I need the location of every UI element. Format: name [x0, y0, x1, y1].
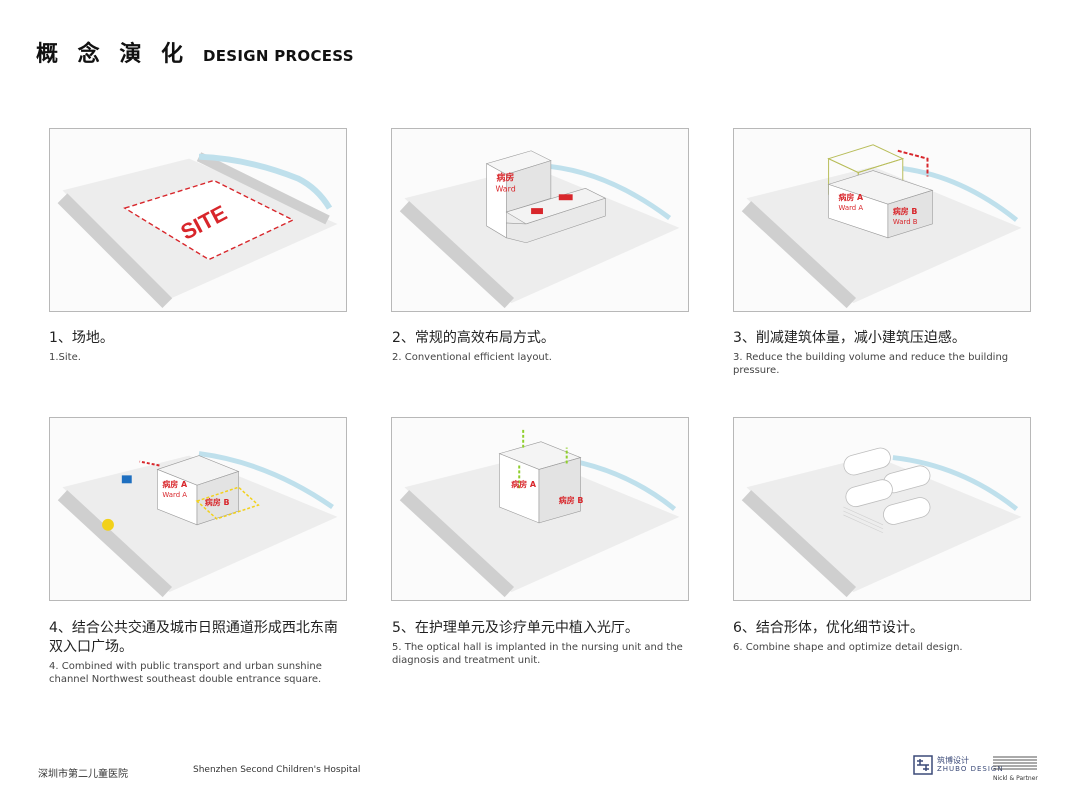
bus-icon: [122, 475, 132, 483]
panel-3-reduce: 病房 A Ward A 病房 B Ward B: [733, 128, 1031, 312]
sun-icon: [102, 519, 114, 531]
caption-5-en: 5. The optical hall is implanted in the …: [392, 641, 692, 667]
page-title-en: DESIGN PROCESS: [203, 47, 354, 65]
site-diagram: SITE: [50, 129, 346, 311]
caption-5: 5、在护理单元及诊疗单元中植入光厅。 5. The optical hall i…: [392, 619, 692, 667]
caption-6: 6、结合形体，优化细节设计。 6. Combine shape and opti…: [733, 619, 1033, 654]
caption-1-cn: 1、场地。: [49, 329, 349, 348]
entrance-diagram: 病房 A Ward A 病房 B: [50, 418, 346, 600]
zhubo-logo-mark-icon: [913, 755, 933, 775]
panel-5-light-hall: 病房 A 病房 B: [391, 417, 689, 601]
page-header: 概 念 演 化 DESIGN PROCESS: [36, 36, 354, 68]
optimize-diagram: [734, 418, 1030, 600]
caption-2-en: 2. Conventional efficient layout.: [392, 351, 692, 364]
panel-2-layout: 病房 Ward: [391, 128, 689, 312]
caption-4-cn: 4、结合公共交通及城市日照通道形成西北东南双入口广场。: [49, 619, 339, 657]
caption-4-en: 4. Combined with public transport and ur…: [49, 660, 339, 686]
nickl-logo: Nickl & Partner: [993, 755, 1041, 782]
ward-b-label: 病房 B: [205, 497, 230, 507]
ward-a-label: 病房 A: [162, 479, 188, 489]
caption-5-cn: 5、在护理单元及诊疗单元中植入光厅。: [392, 619, 692, 638]
caption-3-cn: 3、削减建筑体量，减小建筑压迫感。: [733, 329, 1033, 348]
ward-a-label-en: Ward A: [162, 491, 187, 499]
ward-b-label-en: Ward B: [893, 218, 918, 226]
ward-a-label-en: Ward A: [838, 204, 863, 212]
caption-1: 1、场地。 1.Site.: [49, 329, 349, 364]
ward-a-label: 病房 A: [838, 192, 864, 202]
caption-3: 3、削减建筑体量，减小建筑压迫感。 3. Reduce the building…: [733, 329, 1033, 377]
caption-3-en: 3. Reduce the building volume and reduce…: [733, 351, 1033, 377]
ward-label-en: Ward: [495, 184, 515, 193]
caption-6-cn: 6、结合形体，优化细节设计。: [733, 619, 1033, 638]
zhubo-logo: 筑博设计 ZHUBO DESIGN: [913, 755, 1004, 775]
panel-1-site: SITE: [49, 128, 347, 312]
caption-2-cn: 2、常规的高效布局方式。: [392, 329, 692, 348]
page-title-cn: 概 念 演 化: [36, 36, 189, 68]
ward-b-label: 病房 B: [893, 206, 918, 216]
nickl-logo-text: Nickl & Partner: [993, 775, 1041, 782]
panel-4-entrance: 病房 A Ward A 病房 B: [49, 417, 347, 601]
light-hall-diagram: 病房 A 病房 B: [392, 418, 688, 600]
caption-4: 4、结合公共交通及城市日照通道形成西北东南双入口广场。 4. Combined …: [49, 619, 339, 686]
footer-hospital-cn: 深圳市第二儿童医院: [38, 765, 128, 780]
footer-hospital-en: Shenzhen Second Children's Hospital: [193, 765, 360, 775]
ward-label-cn: 病房: [496, 171, 514, 183]
caption-2: 2、常规的高效布局方式。 2. Conventional efficient l…: [392, 329, 692, 364]
caption-1-en: 1.Site.: [49, 351, 349, 364]
ward-a-label: 病房 A: [511, 479, 537, 489]
reduce-diagram: 病房 A Ward A 病房 B Ward B: [734, 129, 1030, 311]
caption-6-en: 6. Combine shape and optimize detail des…: [733, 641, 1033, 654]
layout-diagram: 病房 Ward: [392, 129, 688, 311]
nickl-logo-mark-icon: [993, 755, 1037, 771]
panel-6-optimize: [733, 417, 1031, 601]
ward-b-label: 病房 B: [559, 495, 584, 505]
